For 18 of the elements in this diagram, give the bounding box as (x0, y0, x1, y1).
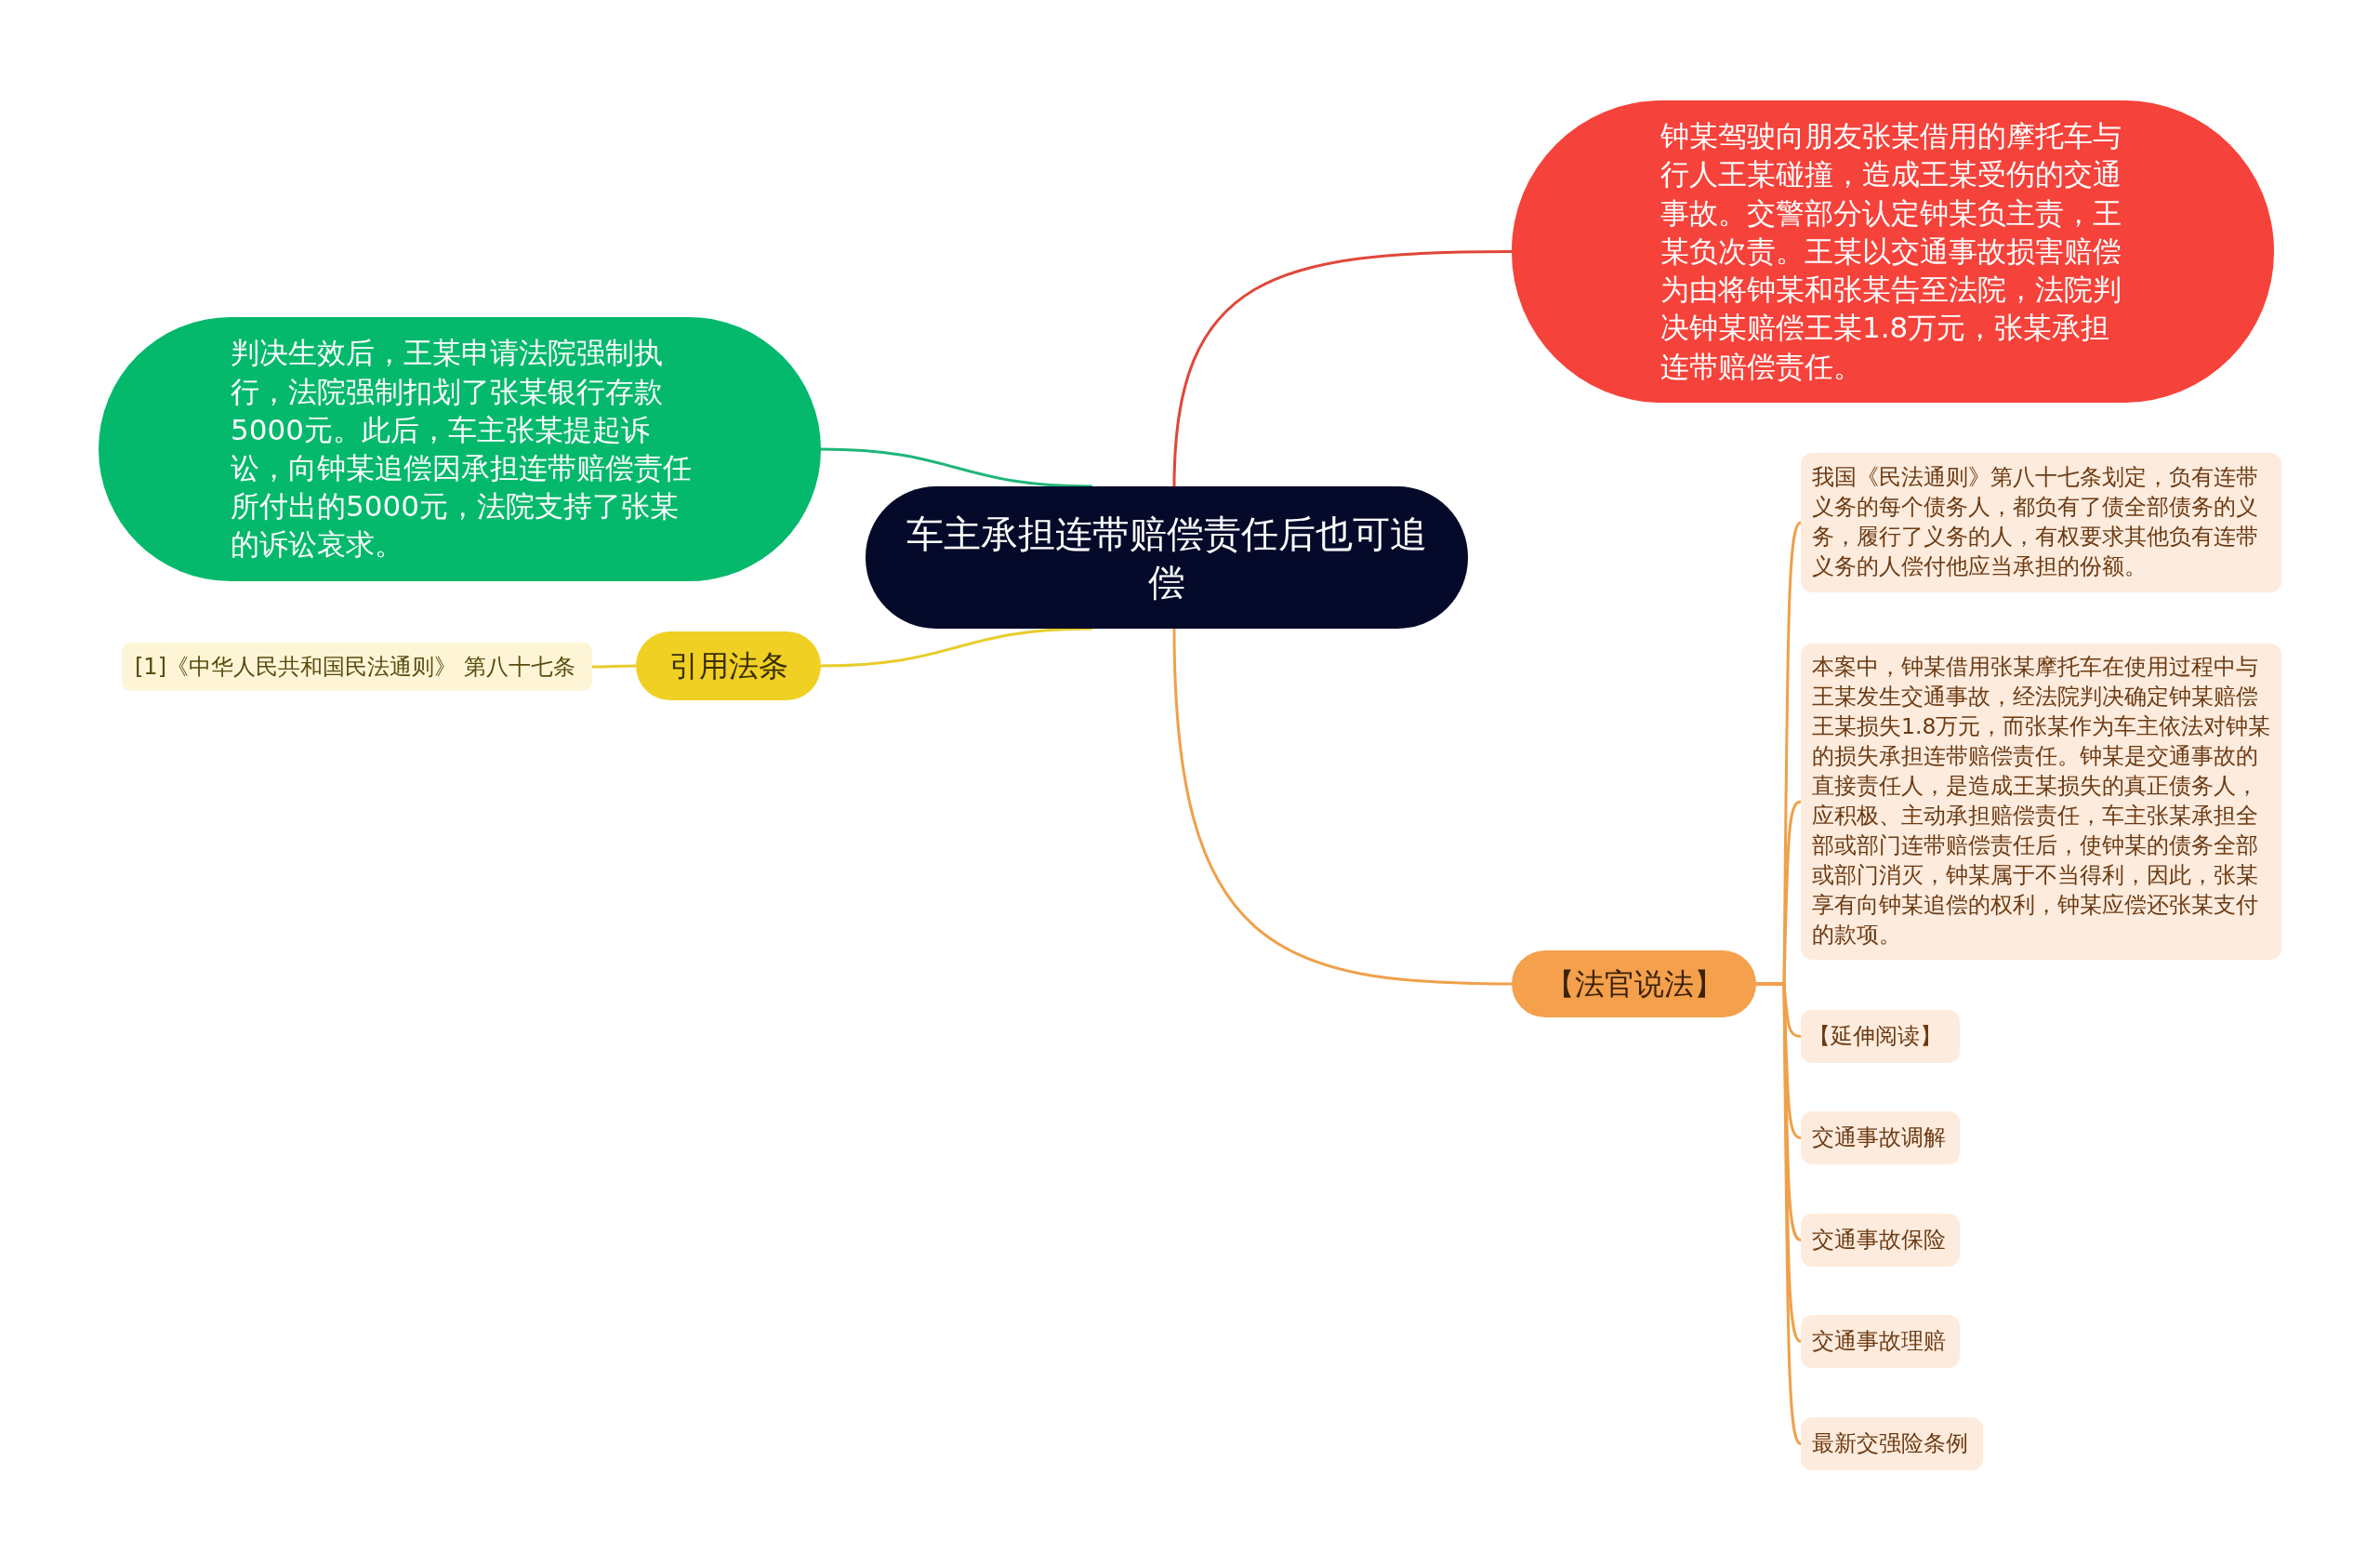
note-box: 【延伸阅读】 (1801, 1010, 1960, 1063)
note-box: 交通事故理赔 (1801, 1315, 1960, 1368)
topic-bubble: 【法官说法】 (1512, 950, 1756, 1017)
central-topic: 车主承担连带赔偿责任后也可追偿 (866, 486, 1468, 629)
topic-bubble: 判决生效后，王某申请法院强制执行，法院强制扣划了张某银行存款5000元。此后，车主张某提起诉讼，向钟某追偿因承担连带赔偿责任所付出的5000元，法院支持了张某的诉讼哀求。 (99, 317, 821, 581)
topic-bubble: 引用法条 (636, 631, 821, 700)
connector (1172, 250, 1512, 487)
connector (820, 447, 1093, 488)
note-box: 交通事故保险 (1801, 1214, 1960, 1267)
note-box: 我国《民法通则》第八十七条划定，负有连带义务的每个债务人，都负有了债全部债务的义务，履行了义务的人，有权要求其他负有连带义务的人偿付他应当承担的份额。 (1801, 453, 2281, 592)
connector (1172, 628, 1513, 986)
connector (820, 627, 1093, 668)
connector (592, 664, 636, 669)
note-box: 最新交强险条例 (1801, 1417, 1983, 1470)
reference-box: [1]《中华人民共和国民法通则》 第八十七条 (122, 643, 592, 691)
note-box: 交通事故调解 (1801, 1111, 1960, 1164)
note-box: 本案中，钟某借用张某摩托车在使用过程中与王某发生交通事故，经法院判决确定钟某赔偿王某损失1.8万元，而张某作为车主依法对钟某的损失承担连带赔偿责任。钟某是交通事故的直接责任人，是造成王某损失的真正债务人，应积极、主动承担赔偿责任，车主张某承担全部或部门连带赔偿责任后，使钟某的债务全部或部门消灭，钟某属于不当得利，因此，张某享有向钟某追偿的权利，钟某应偿还张某支付的款项。 (1801, 644, 2281, 960)
topic-bubble: 钟某驾驶向朋友张某借用的摩托车与行人王某碰撞，造成王某受伤的交通事故。交警部分认定钟某负主责，王某负次责。王某以交通事故损害赔偿为由将钟某和张某告至法院，法院判决钟某赔偿王某1.8万元，张某承担连带赔偿责任。 (1512, 100, 2274, 403)
